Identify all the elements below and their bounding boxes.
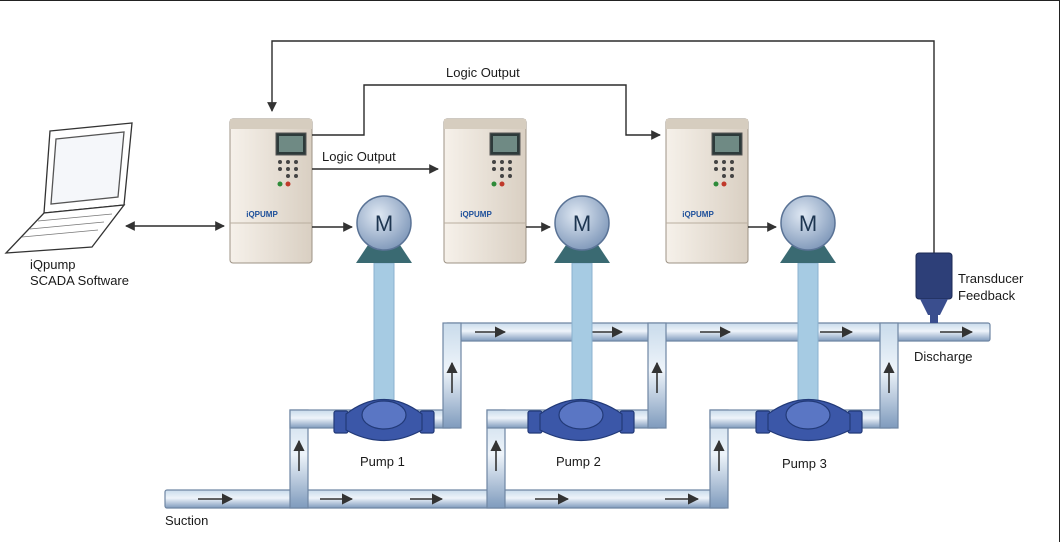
flow-arrows [198, 326, 974, 505]
motor-2: M [554, 195, 610, 263]
feedback-line [267, 40, 935, 253]
logic-output-label-mid: Logic Output [322, 149, 396, 164]
motor-2-label: M [573, 211, 591, 236]
pump-3-label: Pump 3 [782, 456, 827, 471]
motor-3: M [780, 195, 836, 263]
laptop-label-line2: SCADA Software [30, 273, 129, 288]
motor-1: M [356, 195, 412, 263]
laptop-label-line1: iQpump [30, 257, 76, 272]
drive-2-brand: iQPUMP [460, 210, 492, 219]
pump-2 [527, 398, 635, 442]
motor-1-label: M [375, 211, 393, 236]
piping [164, 322, 991, 509]
shafts [373, 262, 819, 412]
pump-1-label: Pump 1 [360, 454, 405, 469]
drive-1: iQPUMP [229, 118, 313, 264]
drive-2: iQPUMP [443, 118, 527, 264]
motor-3-label: M [799, 211, 817, 236]
logic-output-label-top: Logic Output [446, 65, 520, 80]
laptop-icon [4, 122, 133, 254]
discharge-label: Discharge [914, 349, 973, 364]
transducer-label-line2: Feedback [958, 288, 1016, 303]
drive-3-brand: iQPUMP [682, 210, 714, 219]
suction-label: Suction [165, 513, 208, 528]
pump-1 [333, 398, 435, 442]
transducer [915, 252, 953, 323]
transducer-label-line1: Transducer [958, 271, 1024, 286]
suction-pipe [164, 489, 728, 509]
pump-3 [755, 398, 863, 442]
drive-3: iQPUMP [665, 118, 749, 264]
signal-lines [125, 40, 935, 253]
logic-output-line-2 [312, 84, 661, 140]
pump-2-label: Pump 2 [556, 454, 601, 469]
drive-1-brand: iQPUMP [246, 210, 278, 219]
